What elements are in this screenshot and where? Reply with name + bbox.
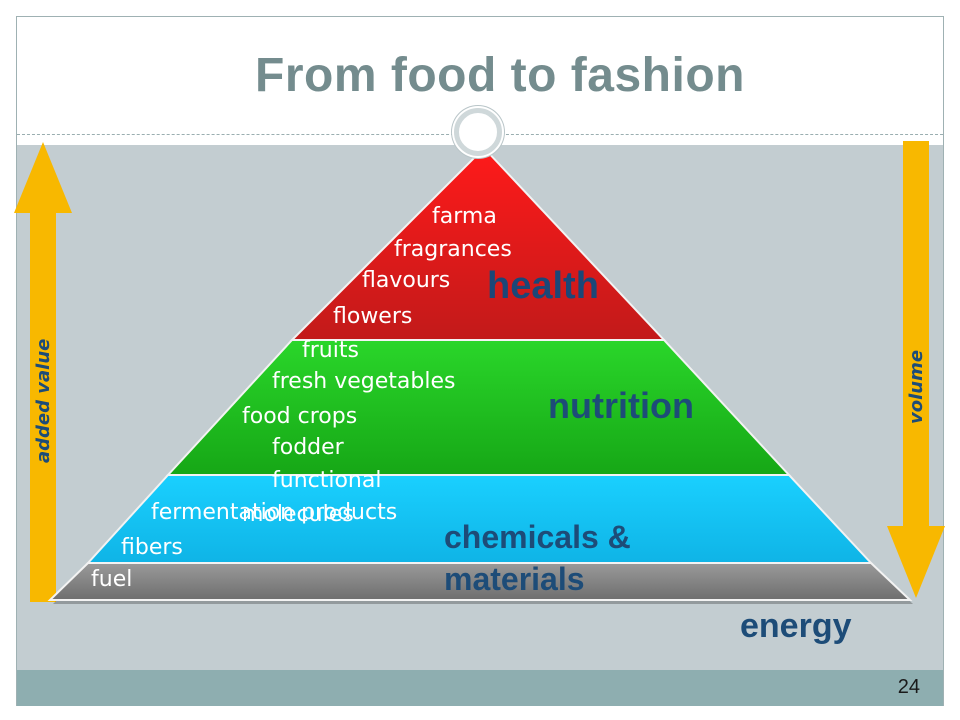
level-chemicals-line2: materials <box>444 561 585 597</box>
added-value-arrow <box>14 142 72 602</box>
slide-title: From food to fashion <box>255 49 745 102</box>
item-flavours: flavours <box>362 268 451 293</box>
item-fermentation-products: fermentation products <box>151 500 398 525</box>
item-flowers: flowers <box>333 304 413 329</box>
item-fuel: fuel <box>91 567 133 592</box>
level-nutrition: nutrition <box>548 385 694 426</box>
level-chemicals-materials: chemicals & materials <box>444 516 631 600</box>
footer-band <box>17 670 943 706</box>
level-health: health <box>487 265 599 307</box>
added-value-label: added value <box>33 338 54 463</box>
item-fruits: fruits <box>302 338 359 363</box>
volume-arrow <box>887 141 945 598</box>
item-fresh-vegetables: fresh vegetables <box>272 369 456 394</box>
item-fragrances: fragrances <box>394 237 512 262</box>
item-functional: functional <box>272 468 382 493</box>
item-fibers: fibers <box>121 535 183 560</box>
item-farma: farma <box>432 204 497 229</box>
volume-label: volume <box>906 349 927 424</box>
level-chemicals-line1: chemicals & <box>444 519 631 555</box>
level-energy: energy <box>740 607 852 645</box>
energy-tier <box>47 562 913 601</box>
item-fodder: fodder <box>272 435 344 460</box>
item-food-crops: food crops <box>242 404 358 429</box>
item-molecules: molecules <box>242 502 354 527</box>
title-connector-ring <box>454 108 502 156</box>
page-number: 24 <box>897 676 920 698</box>
